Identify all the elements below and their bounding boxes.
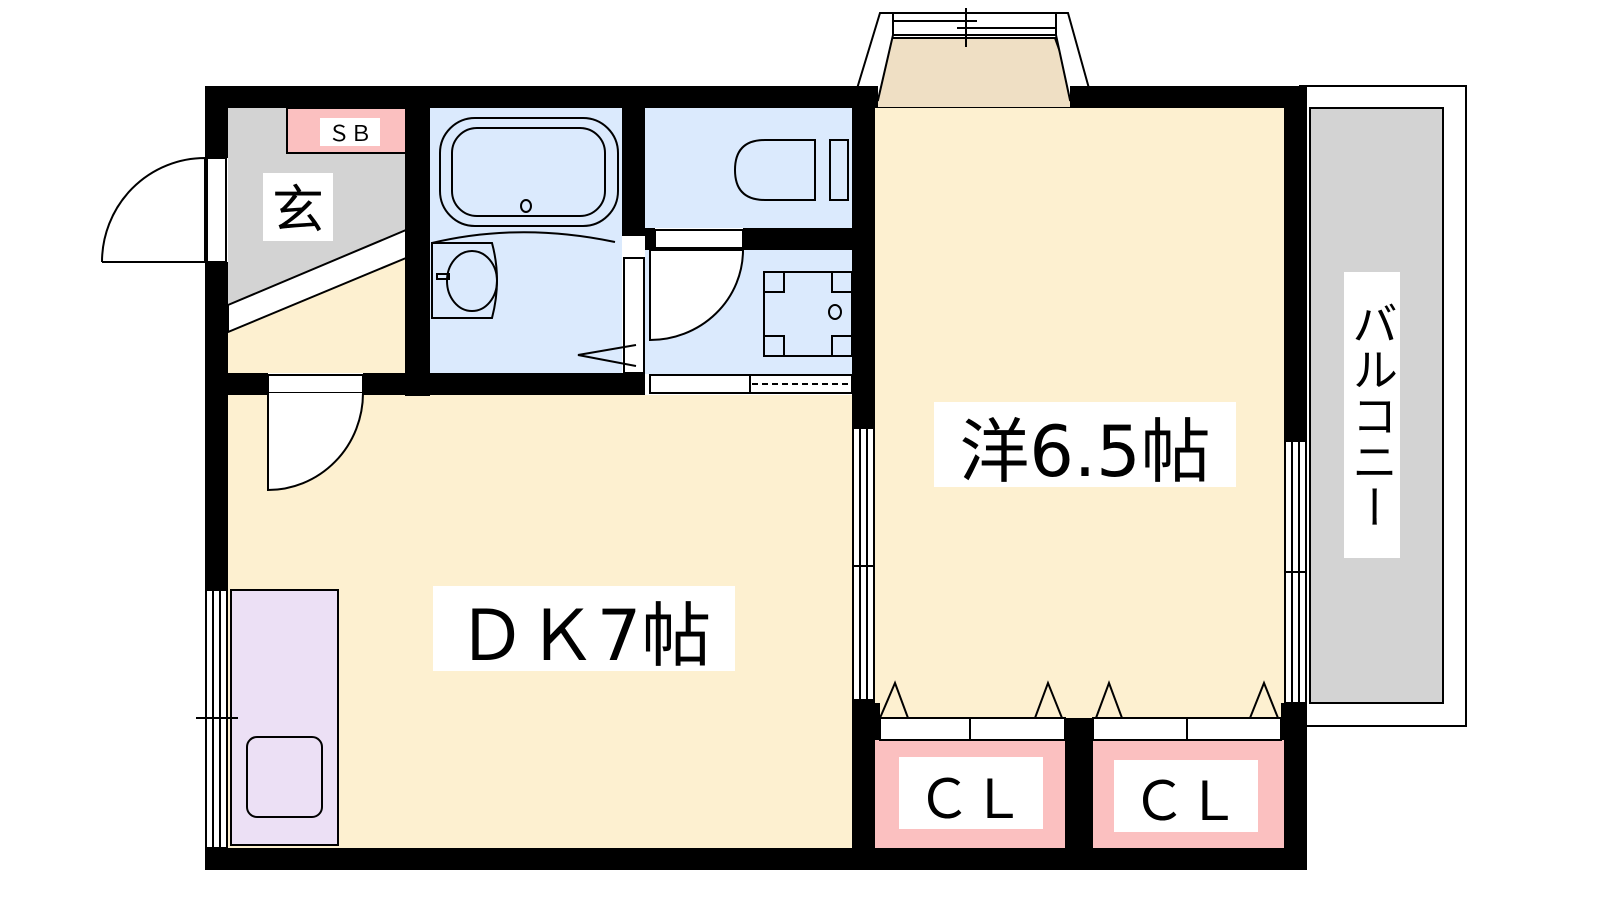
balcony: バルコニー (1299, 85, 1467, 727)
bay-window (854, 8, 1092, 109)
closet-1-label: ＣＬ (917, 768, 1025, 831)
toilet-icon (733, 139, 849, 201)
kitchen-window (196, 589, 238, 849)
closet-2-label: ＣＬ (1132, 770, 1240, 833)
balcony-label: バルコニー (1345, 300, 1399, 530)
laundry-wall-strip (649, 374, 853, 394)
front-door[interactable] (101, 156, 227, 263)
balcony-window (1284, 440, 1307, 704)
entrance-label: 玄 (272, 181, 324, 241)
bathroom-door[interactable] (577, 257, 645, 374)
dining-kitchen-label: ＤＫ7帖 (457, 595, 712, 677)
kitchen-counter (230, 589, 339, 846)
washbasin-icon (431, 242, 498, 319)
walls (205, 86, 1307, 870)
bathroom-floor (430, 108, 622, 374)
sliding-door[interactable] (852, 427, 875, 701)
bathtub-icon (431, 117, 619, 244)
laundry-door[interactable] (649, 229, 745, 342)
hall-door[interactable] (267, 374, 364, 492)
toilet-floor (645, 108, 853, 228)
western-room-label: 洋6.5帖 (959, 411, 1210, 493)
shoe-box-label: ＳＢ (328, 122, 372, 147)
